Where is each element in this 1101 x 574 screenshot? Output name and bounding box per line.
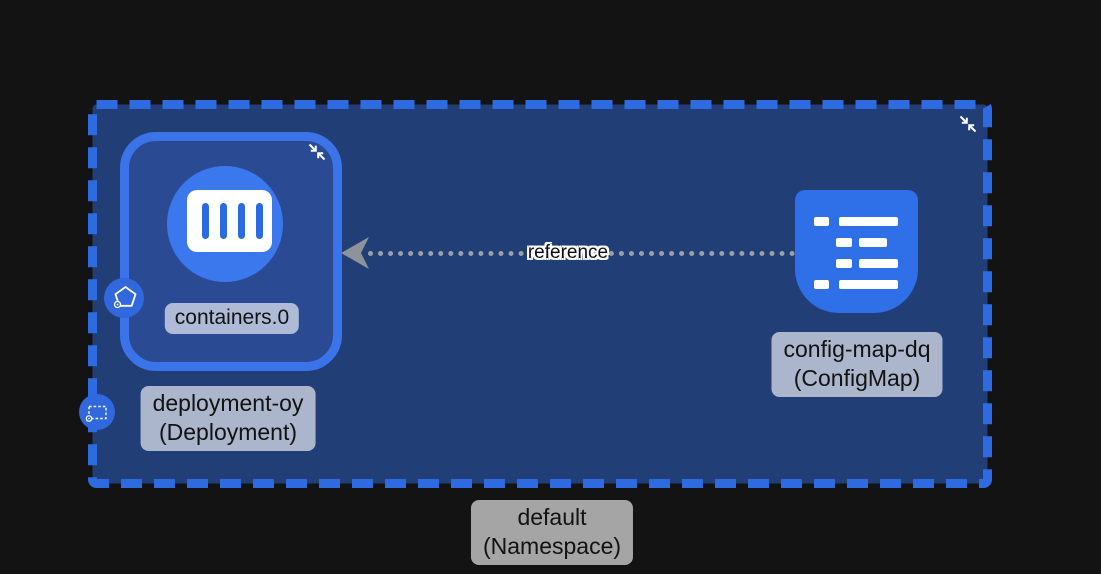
deployment-pentagon-badge-icon[interactable] <box>104 278 144 318</box>
configmap-node[interactable] <box>795 190 918 313</box>
configmap-label[interactable]: config-map-dq (ConfigMap) <box>771 332 943 397</box>
deployment-label[interactable]: deployment-oy (Deployment) <box>140 386 316 451</box>
namespace-dashed-rect-badge-icon[interactable] <box>79 394 115 430</box>
edge-arrowhead-icon <box>341 237 369 269</box>
reference-edge[interactable] <box>368 251 795 256</box>
container-label[interactable]: containers.0 <box>164 303 300 334</box>
deployment-collapse-icon[interactable] <box>306 141 328 163</box>
namespace-label[interactable]: default (Namespace) <box>470 500 634 565</box>
namespace-collapse-icon[interactable] <box>957 113 979 135</box>
container-node[interactable] <box>167 166 283 282</box>
container-icon <box>187 190 272 252</box>
reference-edge-label[interactable]: reference <box>527 242 609 263</box>
